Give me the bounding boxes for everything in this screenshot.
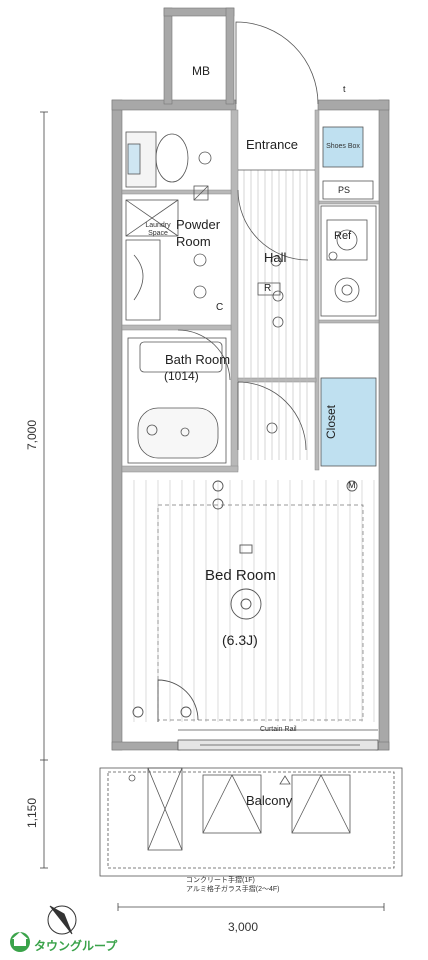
kitchen: [320, 205, 377, 317]
note-rail-1: コンクリート手摺(1F): [186, 877, 255, 884]
ps-box: [322, 180, 374, 200]
label-r: R: [264, 283, 272, 294]
logo-name: タウングループ: [34, 939, 118, 953]
bedroom-dashed: [157, 504, 364, 721]
label-ps: PS: [338, 185, 351, 195]
label-laundry-space: Laundry Space: [145, 222, 171, 237]
toilet: [125, 131, 212, 188]
dimension-lines: [40, 111, 385, 911]
bedroom-floor: [133, 480, 375, 722]
label-bath-room: Bath Room: [165, 352, 231, 367]
label-closet: Closet: [324, 405, 338, 440]
label-powder-room: Powder Room: [176, 217, 221, 249]
laundry: [125, 185, 209, 321]
note-rail-2: アルミ格子ガラス手摺(2〜4F): [186, 886, 280, 893]
logo-mark: [10, 932, 30, 952]
label-shoe-box: Shoes Box: [326, 143, 360, 150]
dim-vertical-main: 7,000: [25, 419, 39, 451]
label-c: C: [216, 302, 224, 313]
bed-fixtures: [132, 480, 358, 722]
closet-area: [320, 377, 377, 467]
label-m: M: [348, 480, 356, 490]
compass-icon: [47, 905, 77, 935]
label-bed-size: (6.3J): [222, 632, 258, 648]
dim-vertical-balcony: 1,150: [25, 797, 39, 829]
hall-fixtures: [257, 255, 284, 434]
hall-floor: [243, 170, 308, 460]
label-t: t: [343, 84, 346, 94]
label-bed-room: Bed Room: [205, 567, 276, 584]
dim-horizontal: 3,000: [228, 920, 259, 934]
label-entrance: Entrance: [246, 137, 299, 152]
label-curtain-rail: Curtain Rail: [260, 726, 297, 733]
label-hall: Hall: [264, 250, 287, 265]
interior-walls: [121, 109, 380, 473]
bathtub: [127, 337, 227, 464]
label-bath-size: (1014): [164, 369, 199, 383]
shoe-box: [322, 126, 364, 168]
balcony: [99, 767, 403, 877]
label-ref: Ref: [334, 230, 352, 242]
label-balcony: Balcony: [246, 793, 293, 808]
label-mb: MB: [192, 64, 210, 78]
window-sash: [177, 729, 379, 751]
doors: [177, 21, 319, 451]
